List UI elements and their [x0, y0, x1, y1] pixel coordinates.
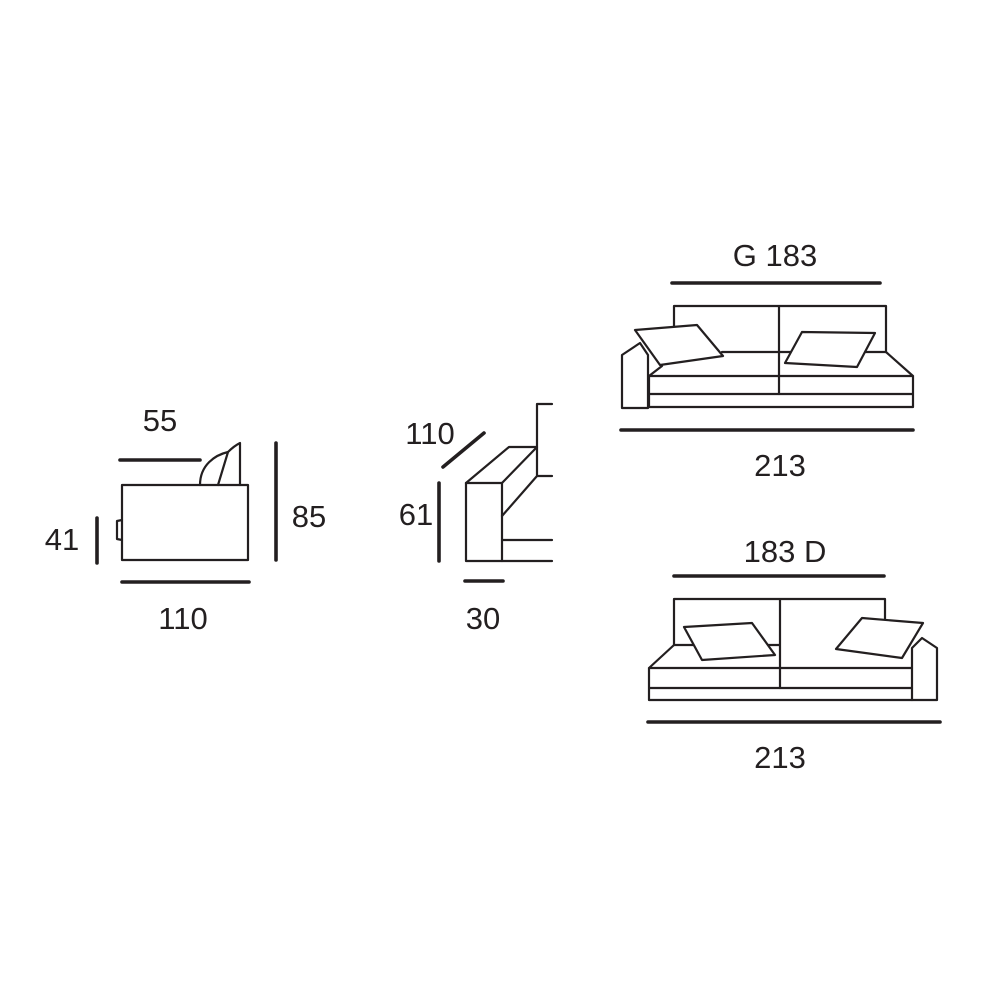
total-height-label: 85: [292, 499, 326, 534]
sofa-left-arm: G 183 213: [619, 238, 915, 483]
arm-height-label: 61: [399, 497, 433, 532]
sofa-right-arm: 183 D 213: [646, 534, 942, 775]
arm-width-label: 30: [466, 601, 500, 636]
seat-width-label: G 183: [733, 238, 817, 273]
cushion-right: [783, 330, 877, 369]
side-body: [120, 483, 250, 562]
seat-width-label: 183 D: [744, 534, 827, 569]
sofa-arm: [910, 636, 939, 702]
total-width-label: 213: [754, 740, 806, 775]
seat-height-label: 41: [45, 522, 79, 557]
seat-depth-label: 55: [143, 403, 177, 438]
total-width-label: 213: [754, 448, 806, 483]
depth-label: 110: [158, 601, 207, 636]
cushion-left: [682, 621, 777, 662]
side-view: 55 85 110 41: [45, 403, 326, 636]
arm-depth-label: 110: [405, 416, 454, 451]
arm-top: [464, 445, 539, 485]
arm-front: [464, 481, 504, 563]
side-backrest-inner: [216, 450, 230, 487]
arm-detail: 110 61 30: [399, 402, 554, 636]
sofa-arm: [620, 341, 650, 410]
side-knob: [115, 518, 124, 542]
sofa-body-partial: [500, 402, 554, 563]
cushion-left: [633, 323, 725, 367]
arm-depth-line: [441, 431, 486, 469]
cushion-right: [834, 616, 925, 660]
sofa-seat: [647, 350, 915, 409]
sofa-seat: [647, 643, 914, 702]
